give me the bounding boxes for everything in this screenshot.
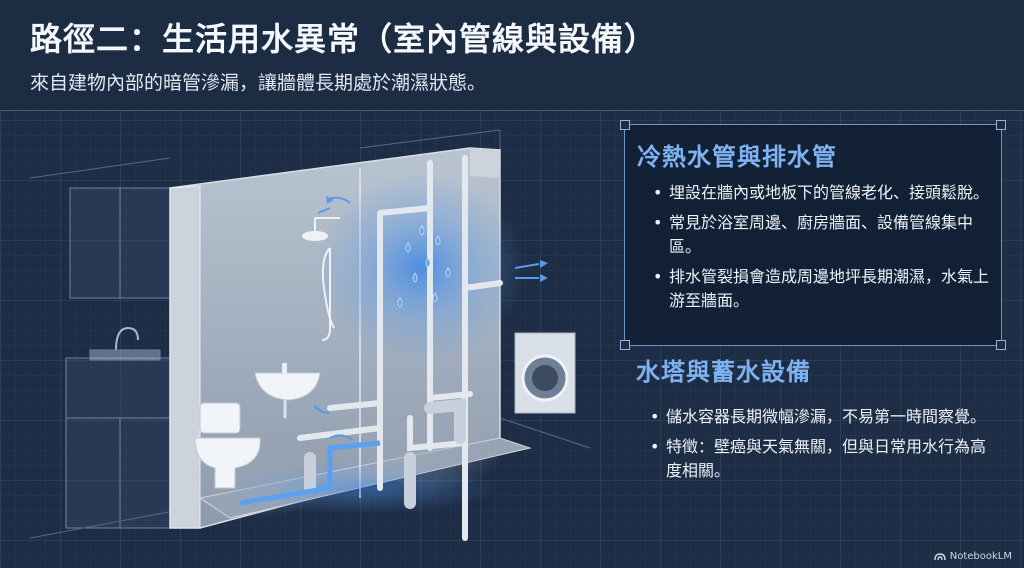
toilet — [194, 402, 261, 489]
wash-basin — [254, 363, 321, 418]
shower-fixture — [302, 217, 340, 341]
moisture-flow-arrows — [313, 196, 540, 441]
kitchen-cabinets-outline — [65, 187, 177, 529]
tank-section: 水塔與蓄水設備 儲水容器長期微幅滲漏，不易第一時間察覺。 特徵：壁癌與天氣無關，… — [636, 352, 1006, 489]
tank-section-title: 水塔與蓄水設備 — [636, 358, 811, 386]
washing-machine — [514, 332, 576, 414]
pipes-section-panel: 冷熱水管與排水管 埋設在牆內或地板下的管線老化、接頭鬆脫。 常見於浴室周邊、廚房… — [620, 120, 1006, 350]
list-item: 特徵：壁癌與天氣無關，但與日常用水行為高度相關。 — [646, 435, 992, 483]
list-item: 埋設在牆內或地板下的管線老化、接頭鬆脫。 — [649, 181, 995, 205]
water-drops — [397, 225, 451, 308]
page-title: 路徑二：生活用水異常（室內管線與設備） — [30, 20, 658, 58]
pipe-network — [297, 155, 503, 541]
page-subtitle: 來自建物內部的暗管滲漏，讓牆體長期處於潮濕狀態。 — [30, 72, 487, 94]
pipes-section-title: 冷熱水管與排水管 — [637, 143, 837, 171]
floor-leak-glow — [220, 462, 500, 514]
header-band — [0, 0, 1024, 110]
wall-cut-edge — [169, 185, 201, 529]
brand-label: NotebookLM — [949, 551, 1012, 562]
water-leak-glow — [315, 173, 525, 363]
bathroom-cutaway-illustration — [30, 129, 591, 541]
notebooklm-logo-icon — [934, 552, 946, 560]
pipes-bullet-list: 埋設在牆內或地板下的管線老化、接頭鬆脫。 常見於浴室周邊、廚房牆面、設備管線集中… — [649, 181, 995, 319]
list-item: 常見於浴室周邊、廚房牆面、設備管線集中區。 — [649, 211, 995, 259]
list-item: 排水管裂損會造成周邊地坪長期潮濕，水氣上游至牆面。 — [649, 265, 995, 313]
brand-watermark: NotebookLM — [934, 551, 1012, 562]
header-divider — [0, 110, 1024, 111]
tank-bullet-list: 儲水容器長期微幅滲漏，不易第一時間察覺。 特徵：壁癌與天氣無關，但與日常用水行為… — [646, 405, 992, 483]
leaking-pipe-highlight — [239, 440, 381, 506]
list-item: 儲水容器長期微幅滲漏，不易第一時間察覺。 — [646, 405, 992, 429]
